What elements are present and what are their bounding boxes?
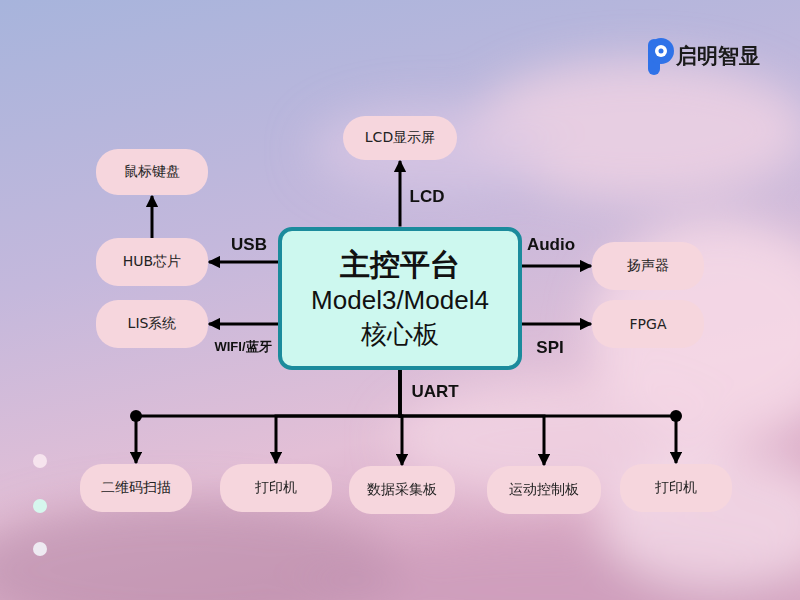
connector-arrow bbox=[276, 370, 400, 464]
box-label: LCD显示屏 bbox=[365, 129, 435, 147]
box-label: 打印机 bbox=[255, 479, 297, 497]
connector-arrow bbox=[209, 323, 278, 326]
logo-icon bbox=[648, 38, 674, 75]
device-box: 数据采集板 bbox=[349, 466, 455, 514]
connector-arrow bbox=[151, 196, 154, 238]
device-box: 扬声器 bbox=[592, 242, 704, 290]
box-label: 鼠标键盘 bbox=[124, 163, 180, 181]
device-box: LCD显示屏 bbox=[343, 116, 457, 160]
signal-label: LCD bbox=[410, 187, 445, 207]
brand-logo-text: 启明智显 bbox=[676, 42, 760, 70]
device-box: LIS系统 bbox=[96, 300, 208, 348]
box-subtitle: Model3/Model4 核心板 bbox=[295, 284, 505, 352]
box-label: 数据采集板 bbox=[367, 481, 437, 499]
device-box: 打印机 bbox=[620, 464, 732, 512]
device-box: 运动控制板 bbox=[487, 466, 601, 514]
box-label: 二维码扫描 bbox=[101, 479, 171, 497]
device-box: 鼠标键盘 bbox=[96, 149, 208, 195]
bus-junction-dot bbox=[130, 410, 142, 422]
core-board-box: 主控平台Model3/Model4 核心板 bbox=[278, 227, 522, 370]
connector-arrow bbox=[399, 161, 402, 227]
box-label: 运动控制板 bbox=[509, 481, 579, 499]
device-box: 打印机 bbox=[220, 464, 332, 512]
connector-arrow bbox=[522, 323, 591, 326]
device-box: HUB芯片 bbox=[96, 238, 208, 286]
box-label: 扬声器 bbox=[627, 257, 669, 275]
box-label: LIS系统 bbox=[128, 315, 177, 333]
connector-arrow bbox=[522, 265, 591, 268]
connector-arrow bbox=[136, 370, 400, 464]
device-box: FPGA bbox=[592, 300, 704, 348]
signal-label: SPI bbox=[536, 338, 563, 358]
signal-label: Audio bbox=[527, 235, 575, 255]
connector-arrow bbox=[400, 370, 676, 464]
box-label: 打印机 bbox=[655, 479, 697, 497]
bus-junction-dot bbox=[670, 410, 682, 422]
box-label: HUB芯片 bbox=[123, 253, 181, 271]
connector-arrow bbox=[209, 261, 278, 264]
device-box: 二维码扫描 bbox=[80, 464, 192, 512]
signal-label: UART bbox=[411, 382, 458, 402]
box-label: FPGA bbox=[630, 316, 667, 332]
box-title: 主控平台 bbox=[340, 245, 460, 284]
signal-label: USB bbox=[231, 235, 267, 255]
signal-label: WIFI/蓝牙 bbox=[214, 338, 271, 356]
page-dots bbox=[33, 454, 47, 556]
